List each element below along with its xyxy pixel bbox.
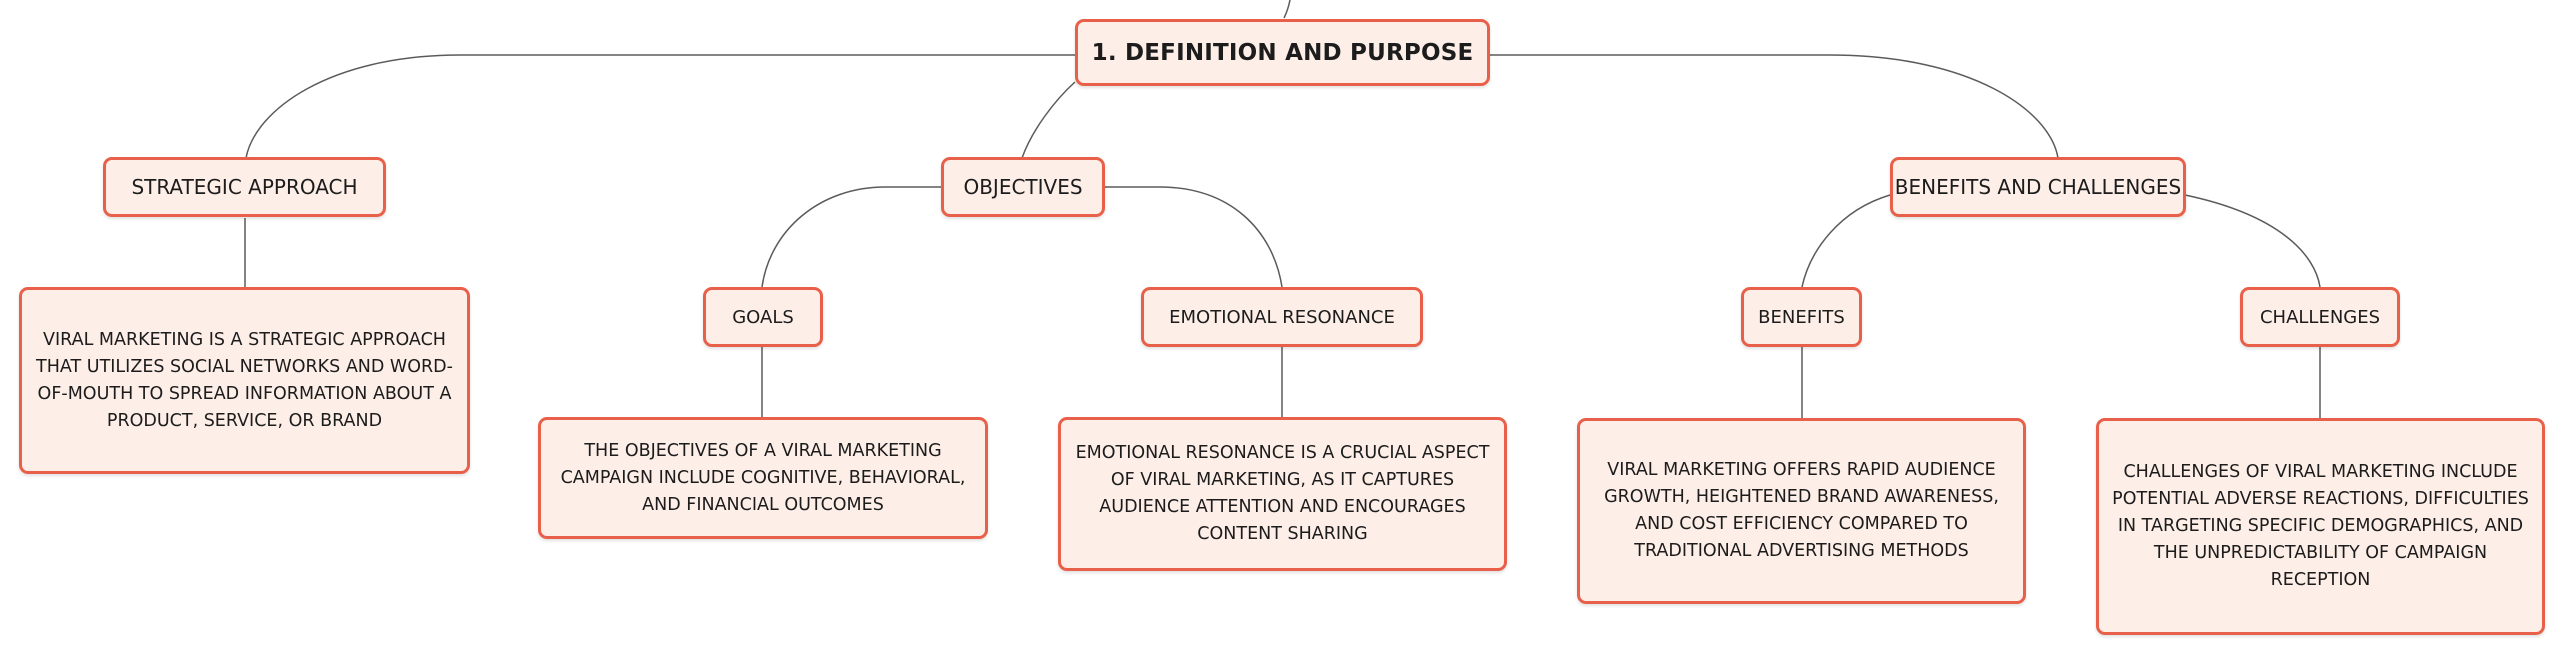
connector-benefits-challenges-to-challenges bbox=[2184, 194, 2321, 288]
topic-benefits-and-challenges[interactable]: BENEFITS AND CHALLENGES bbox=[1890, 157, 2186, 217]
subtopic-emotional-resonance[interactable]: EMOTIONAL RESONANCE bbox=[1141, 287, 1423, 347]
note-benefits-text: VIRAL MARKETING OFFERS RAPID AUDIENCE GR… bbox=[1604, 460, 1999, 561]
connector-root-to-objectives bbox=[1021, 81, 1076, 159]
note-challenges-text: CHALLENGES OF VIRAL MARKETING INCLUDE PO… bbox=[2112, 462, 2529, 590]
subtopic-challenges[interactable]: CHALLENGES bbox=[2240, 287, 2400, 347]
note-challenges[interactable]: CHALLENGES OF VIRAL MARKETING INCLUDE PO… bbox=[2096, 418, 2545, 635]
subtopic-benefits[interactable]: BENEFITS bbox=[1741, 287, 1862, 347]
topic-strategic-approach[interactable]: STRATEGIC APPROACH bbox=[103, 157, 386, 217]
connector-benefits-challenges-to-benefits bbox=[1801, 194, 1891, 288]
subtopic-goals[interactable]: GOALS bbox=[703, 287, 823, 347]
connector-objectives-to-emotional-resonance bbox=[1104, 186, 1283, 288]
topic-objectives-label: OBJECTIVES bbox=[963, 175, 1083, 199]
topic-benefits-and-challenges-label: BENEFITS AND CHALLENGES bbox=[1894, 175, 2182, 199]
subtopic-benefits-label: BENEFITS bbox=[1758, 306, 1845, 328]
connector-root-to-benefits-challenges bbox=[1490, 54, 2059, 159]
note-benefits[interactable]: VIRAL MARKETING OFFERS RAPID AUDIENCE GR… bbox=[1577, 418, 2026, 604]
note-strategic-approach[interactable]: VIRAL MARKETING IS A STRATEGIC APPROACH … bbox=[19, 287, 470, 474]
note-goals-text: THE OBJECTIVES OF A VIRAL MARKETING CAMP… bbox=[560, 440, 966, 515]
root-topic-label: 1. DEFINITION AND PURPOSE bbox=[1091, 39, 1474, 66]
topic-objectives[interactable]: OBJECTIVES bbox=[941, 157, 1105, 217]
note-strategic-approach-text: VIRAL MARKETING IS A STRATEGIC APPROACH … bbox=[36, 329, 453, 431]
subtopic-challenges-label: CHALLENGES bbox=[2259, 306, 2381, 328]
note-goals[interactable]: THE OBJECTIVES OF A VIRAL MARKETING CAMP… bbox=[538, 417, 988, 539]
note-emotional-resonance[interactable]: EMOTIONAL RESONANCE IS A CRUCIAL ASPECT … bbox=[1058, 417, 1507, 571]
note-emotional-resonance-text: EMOTIONAL RESONANCE IS A CRUCIAL ASPECT … bbox=[1075, 443, 1490, 544]
connector-root-to-strategic-approach bbox=[245, 54, 1075, 159]
topic-strategic-approach-label: STRATEGIC APPROACH bbox=[131, 175, 358, 199]
root-topic-node[interactable]: 1. DEFINITION AND PURPOSE bbox=[1075, 19, 1490, 86]
connector-objectives-to-goals bbox=[761, 186, 942, 288]
connector-parent-to-root bbox=[1283, 0, 1291, 19]
subtopic-emotional-resonance-label: EMOTIONAL RESONANCE bbox=[1169, 306, 1395, 328]
subtopic-goals-label: GOALS bbox=[732, 306, 794, 328]
